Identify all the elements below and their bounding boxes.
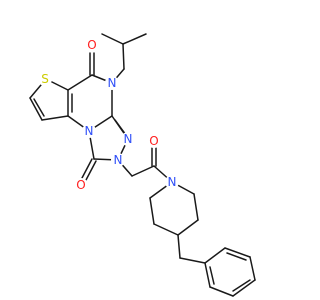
bond — [209, 266, 215, 285]
atom-sulfur: S — [38, 72, 52, 86]
bond — [33, 98, 45, 117]
atom-sulfur-label: S — [41, 72, 49, 86]
atom-oxygen: O — [147, 134, 161, 148]
bond — [67, 74, 93, 91]
bond — [249, 256, 256, 281]
atom-nitrogen: N — [111, 153, 125, 167]
atom-nitrogen-label: N — [108, 76, 117, 90]
bond-layer — [29, 33, 256, 297]
bond — [204, 262, 211, 288]
atom-oxygen-label: O — [149, 134, 158, 148]
bond — [114, 119, 127, 136]
bond — [85, 160, 97, 181]
bond — [224, 247, 251, 258]
bond — [153, 223, 179, 236]
bond — [209, 286, 234, 297]
atom-nitrogen: N — [165, 175, 179, 189]
bond — [232, 279, 256, 297]
atom-nitrogen: N — [105, 76, 119, 90]
bond — [101, 33, 124, 45]
bond — [177, 234, 181, 259]
atom-oxygen: O — [85, 38, 99, 52]
bond — [204, 247, 226, 264]
molecule-structure: O O O S N N N N — [29, 33, 256, 297]
bond — [179, 257, 206, 264]
atom-nitrogen: N — [82, 124, 96, 138]
bond — [122, 43, 125, 70]
atom-oxygen-label: O — [87, 38, 96, 52]
bond — [177, 219, 199, 236]
bond — [131, 165, 155, 177]
bond — [81, 158, 93, 179]
bond — [193, 193, 199, 221]
bond — [226, 252, 247, 261]
bond — [41, 115, 69, 121]
atom-oxygen-label: O — [76, 178, 85, 192]
bond — [29, 97, 43, 121]
atom-nitrogen-label: N — [114, 153, 123, 167]
bond — [122, 33, 147, 45]
atom-nitrogen-label: N — [168, 175, 177, 189]
atom-nitrogen: N — [121, 132, 135, 146]
bond — [149, 197, 155, 225]
atom-oxygen: O — [74, 178, 88, 192]
bond — [232, 279, 251, 292]
atom-label-layer: O O O S N N N N — [38, 38, 179, 192]
atom-nitrogen-label: N — [124, 132, 133, 146]
atom-nitrogen-label: N — [85, 124, 94, 138]
